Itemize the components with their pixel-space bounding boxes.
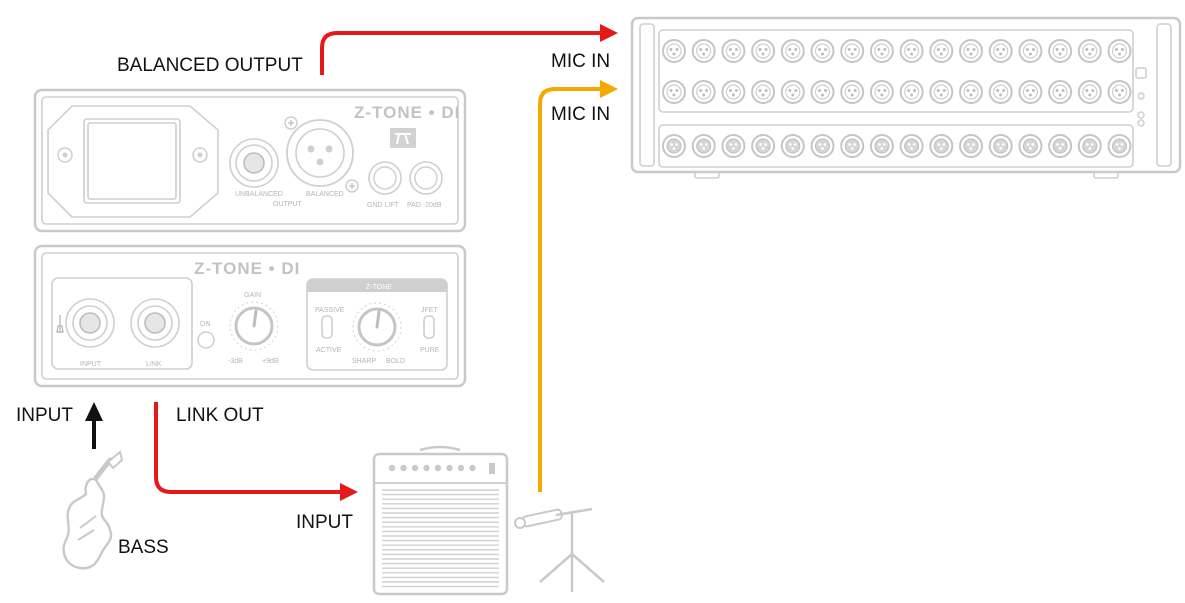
xlr-input-jack xyxy=(899,80,924,104)
xlr-input-jack xyxy=(1018,80,1043,104)
balanced-output-label: BALANCED OUTPUT xyxy=(117,55,303,76)
amp-knob xyxy=(388,464,396,472)
di-front-gain-max: +9dB xyxy=(262,358,279,365)
xlr-input-jack xyxy=(899,39,924,63)
xlr-output-jack xyxy=(1107,134,1132,158)
di-front-link-label: LINK xyxy=(146,361,162,368)
xlr-output-jack xyxy=(810,134,835,158)
xlr-output-jack xyxy=(959,134,983,158)
di-front-pure-label: PURE xyxy=(420,347,440,354)
mic-cable xyxy=(538,87,602,492)
amp-knob xyxy=(411,464,419,472)
xlr-input-jack xyxy=(1018,39,1043,63)
amp-knob xyxy=(446,464,453,472)
mic-in-label-1: MIC IN xyxy=(551,51,610,72)
di-front-sharp-label: SHARP xyxy=(352,358,376,365)
xlr-output-jack xyxy=(929,134,954,158)
xlr-input-jack xyxy=(869,80,894,104)
xlr-output-jack xyxy=(721,134,746,158)
xlr-output-jack xyxy=(988,134,1013,158)
input-label: INPUT xyxy=(16,405,73,426)
xlr-output-jack xyxy=(899,134,924,158)
xlr-input-jack xyxy=(869,39,894,63)
xlr-input-jack xyxy=(988,39,1013,63)
xlr-output-jack xyxy=(780,134,805,158)
di-front-gain-label: GAIN xyxy=(244,292,261,299)
xlr-output-jack xyxy=(691,134,716,158)
di-rear-panel: Z-TONE • DI UNBALANCED OUTPUT BALANCED G… xyxy=(33,88,467,233)
xlr-input-jack xyxy=(959,39,983,63)
xlr-input-jack xyxy=(810,39,835,63)
xlr-input-jack xyxy=(929,80,954,104)
xlr-input-jack xyxy=(810,80,835,104)
xlr-input-jack xyxy=(1107,39,1132,63)
amp-knob xyxy=(423,464,430,472)
amp-grille xyxy=(382,489,499,588)
di-front-active-label: ACTIVE xyxy=(316,347,342,354)
bass-guitar-icon xyxy=(62,450,124,570)
amp-input-label: INPUT xyxy=(296,512,353,533)
xlr-input-jack xyxy=(780,80,805,104)
xlr-input-jack xyxy=(959,80,983,104)
di-front-bold-label: BOLD xyxy=(386,358,405,365)
amp-knob-row xyxy=(388,464,476,472)
di-front-input-label: INPUT xyxy=(80,361,102,368)
di-front-on-label: ON xyxy=(200,321,211,328)
mic-in-label-2: MIC IN xyxy=(551,104,610,125)
balanced-output-cable xyxy=(320,31,602,75)
di-front-gain-min: -3dB xyxy=(228,358,243,365)
xlr-input-jack xyxy=(1077,80,1102,104)
xlr-input-jack xyxy=(988,80,1013,104)
xlr-input-jack xyxy=(691,39,716,63)
xlr-input-jack xyxy=(721,80,746,104)
xlr-input-jack xyxy=(691,80,716,104)
bass-amplifier xyxy=(372,445,509,596)
xlr-output-jack xyxy=(751,134,776,158)
di-rear-unbalanced-label: UNBALANCED xyxy=(235,191,283,198)
xlr-input-jack xyxy=(1077,39,1102,63)
amp-knob xyxy=(400,464,407,472)
xlr-output-jack xyxy=(1048,134,1073,158)
xlr-output-jack xyxy=(869,134,894,158)
xlr-output-row xyxy=(662,134,1132,158)
xlr-input-jack xyxy=(751,80,776,104)
di-rear-balanced-label: BALANCED xyxy=(306,191,344,198)
xlr-input-row-1 xyxy=(662,39,1132,63)
xlr-input-jack xyxy=(840,80,865,104)
di-front-panel: Z-TONE • DI INPUT LINK ON GAIN -3dB +9dB… xyxy=(33,244,467,388)
di-front-passive-label: PASSIVE xyxy=(315,307,345,314)
xlr-output-jack xyxy=(662,134,686,158)
amp-knob xyxy=(457,464,465,472)
xlr-input-jack xyxy=(840,39,865,63)
amp-knob xyxy=(469,464,476,472)
xlr-output-jack xyxy=(1018,134,1043,158)
link-out-cable xyxy=(154,402,342,494)
link-out-label: LINK OUT xyxy=(176,405,264,426)
di-front-ztone-label: Z-TONE xyxy=(366,284,392,291)
xlr-input-jack xyxy=(780,39,805,63)
bass-label: BASS xyxy=(118,537,169,558)
xlr-input-jack xyxy=(751,39,776,63)
di-front-jfet-label: JFET xyxy=(421,307,438,314)
di-rear-output-label: OUTPUT xyxy=(273,201,303,208)
xlr-input-jack xyxy=(1048,80,1073,104)
microphone-stand xyxy=(514,507,605,592)
xlr-input-jack xyxy=(1048,39,1073,63)
xlr-input-jack xyxy=(662,80,686,104)
di-rear-gnd-lift-label: GND LIFT xyxy=(367,202,400,209)
xlr-input-jack xyxy=(662,39,686,63)
amp-knob xyxy=(434,464,442,472)
di-front-brand: Z-TONE • DI xyxy=(194,259,300,278)
di-rear-pad-label: PAD -20dB xyxy=(407,202,442,209)
xlr-input-jack xyxy=(721,39,746,63)
xlr-input-jack xyxy=(1107,80,1132,104)
xlr-input-row-2 xyxy=(662,80,1132,104)
stagebox-mixer xyxy=(630,16,1182,179)
xlr-input-jack xyxy=(929,39,954,63)
xlr-output-jack xyxy=(840,134,865,158)
di-rear-brand: Z-TONE • DI xyxy=(354,103,460,122)
xlr-output-jack xyxy=(1077,134,1102,158)
